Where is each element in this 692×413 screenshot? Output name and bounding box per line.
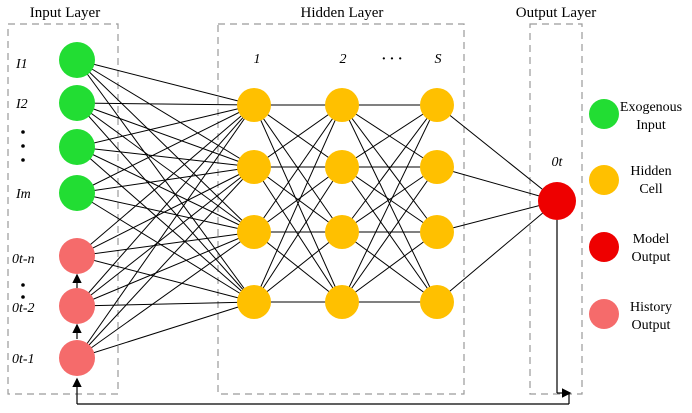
edge-in5-h13 xyxy=(76,301,255,307)
input-label-i2: I2 xyxy=(15,97,28,112)
hidden-node-c1-r2 xyxy=(237,150,271,184)
hidden-node-c3-r4 xyxy=(420,285,454,319)
edge-in5-h10 xyxy=(76,104,255,307)
edge-h13-h20 xyxy=(253,104,343,303)
hidden-node-c2-r4 xyxy=(325,285,359,319)
legend-exogenous-line1: Exogenous xyxy=(620,100,682,115)
network-nodes xyxy=(59,42,576,376)
hidden-node-c1-r3 xyxy=(237,215,271,249)
history-node-0t-n xyxy=(59,238,95,274)
input-node-i1 xyxy=(59,42,95,78)
hidden-node-c1-r4 xyxy=(237,285,271,319)
edge-h32-out xyxy=(436,200,558,233)
legend-hidden-line1: Hidden xyxy=(630,164,671,179)
edge-h22-h31 xyxy=(341,166,438,233)
edge-h23-h31 xyxy=(341,166,438,303)
edge-h22-h30 xyxy=(341,104,438,233)
hidden-label-2: 2 xyxy=(340,52,347,67)
edge-in2-h10 xyxy=(76,104,255,148)
edge-h23-h32 xyxy=(341,231,438,303)
edge-in0-h12 xyxy=(76,59,255,233)
edge-in4-h13 xyxy=(76,255,255,303)
input-layer-title: Input Layer xyxy=(30,5,100,21)
hidden-node-c2-r1 xyxy=(325,88,359,122)
edge-in1-h12 xyxy=(76,102,255,233)
history-ellipsis-dots xyxy=(21,283,25,299)
legend: Exogenous Input Hidden Cell Model Output… xyxy=(589,99,682,333)
hidden-node-c3-r2 xyxy=(420,150,454,184)
edge-in2-h13 xyxy=(76,146,255,303)
input-node-i3 xyxy=(59,129,95,165)
edge-in6-h10 xyxy=(76,104,255,359)
input-label-i1: I1 xyxy=(15,57,28,72)
hidden-label-1: 1 xyxy=(254,52,261,67)
legend-history-line1: History xyxy=(630,300,672,315)
output-layer-box xyxy=(529,23,583,395)
edge-in3-h13 xyxy=(76,192,255,303)
edge-h33-out xyxy=(436,200,558,303)
hidden-label-s: S xyxy=(435,52,442,67)
edge-in1-h10 xyxy=(76,102,255,106)
edge-in0-h11 xyxy=(76,59,255,168)
legend-hidden-line2: Cell xyxy=(639,182,662,197)
edge-in5-h12 xyxy=(76,231,255,307)
history-node-0t-1 xyxy=(59,340,95,376)
legend-hidden-swatch xyxy=(589,165,619,195)
output-label-0t: 0t xyxy=(552,155,564,170)
edge-h31-out xyxy=(436,166,558,202)
output-layer-title: Output Layer xyxy=(516,5,596,21)
input-label-0t-n: 0t-n xyxy=(12,252,35,267)
connection-edges xyxy=(72,59,572,405)
edge-in6-h12 xyxy=(76,231,255,359)
edge-in3-h10 xyxy=(76,104,255,194)
edge-in1-h11 xyxy=(76,102,255,168)
output-node xyxy=(538,182,576,220)
edge-h30-out xyxy=(436,104,558,202)
edge-in1-h13 xyxy=(76,102,255,303)
history-node-0t-2 xyxy=(59,288,95,324)
hidden-layer-title: Hidden Layer xyxy=(301,5,384,21)
edge-in6-h11 xyxy=(76,166,255,359)
legend-model-swatch xyxy=(589,232,619,262)
hidden-node-c1-r1 xyxy=(237,88,271,122)
input-node-i2 xyxy=(59,85,95,121)
edge-in6-h13 xyxy=(76,301,255,359)
legend-history-line2: Output xyxy=(632,318,671,333)
edge-in2-h12 xyxy=(76,146,255,233)
legend-history-swatch xyxy=(589,299,619,329)
input-node-im xyxy=(59,175,95,211)
edge-h13-h21 xyxy=(253,166,343,303)
legend-model-line2: Output xyxy=(632,250,671,265)
hidden-node-c2-r2 xyxy=(325,150,359,184)
edge-h21-h30 xyxy=(341,104,438,168)
edge-in2-h11 xyxy=(76,146,255,168)
edge-h13-h22 xyxy=(253,231,343,303)
edge-in4-h10 xyxy=(76,104,255,257)
input-ellipsis-dots xyxy=(21,130,25,162)
hidden-node-c3-r1 xyxy=(420,88,454,122)
edge-in3-h12 xyxy=(76,192,255,233)
edge-in0-h10 xyxy=(76,59,255,106)
input-layer-box xyxy=(7,23,119,395)
hidden-node-c3-r3 xyxy=(420,215,454,249)
legend-exogenous-line2: Input xyxy=(636,118,666,133)
edge-h12-h21 xyxy=(253,166,343,233)
hidden-node-c2-r3 xyxy=(325,215,359,249)
hidden-layer-box xyxy=(217,23,465,395)
legend-model-line1: Model xyxy=(633,232,670,247)
legend-exogenous-swatch xyxy=(589,99,619,129)
edge-in5-h11 xyxy=(76,166,255,307)
input-label-0t-2: 0t-2 xyxy=(12,301,35,316)
hidden-ellipsis: · · · xyxy=(381,52,402,67)
edge-h23-h30 xyxy=(341,104,438,303)
input-label-im: Im xyxy=(15,187,31,202)
edge-in4-h11 xyxy=(76,166,255,257)
edge-h11-h20 xyxy=(253,104,343,168)
input-label-0t-1: 0t-1 xyxy=(12,352,35,367)
edge-h12-h20 xyxy=(253,104,343,233)
edge-in4-h12 xyxy=(76,231,255,257)
